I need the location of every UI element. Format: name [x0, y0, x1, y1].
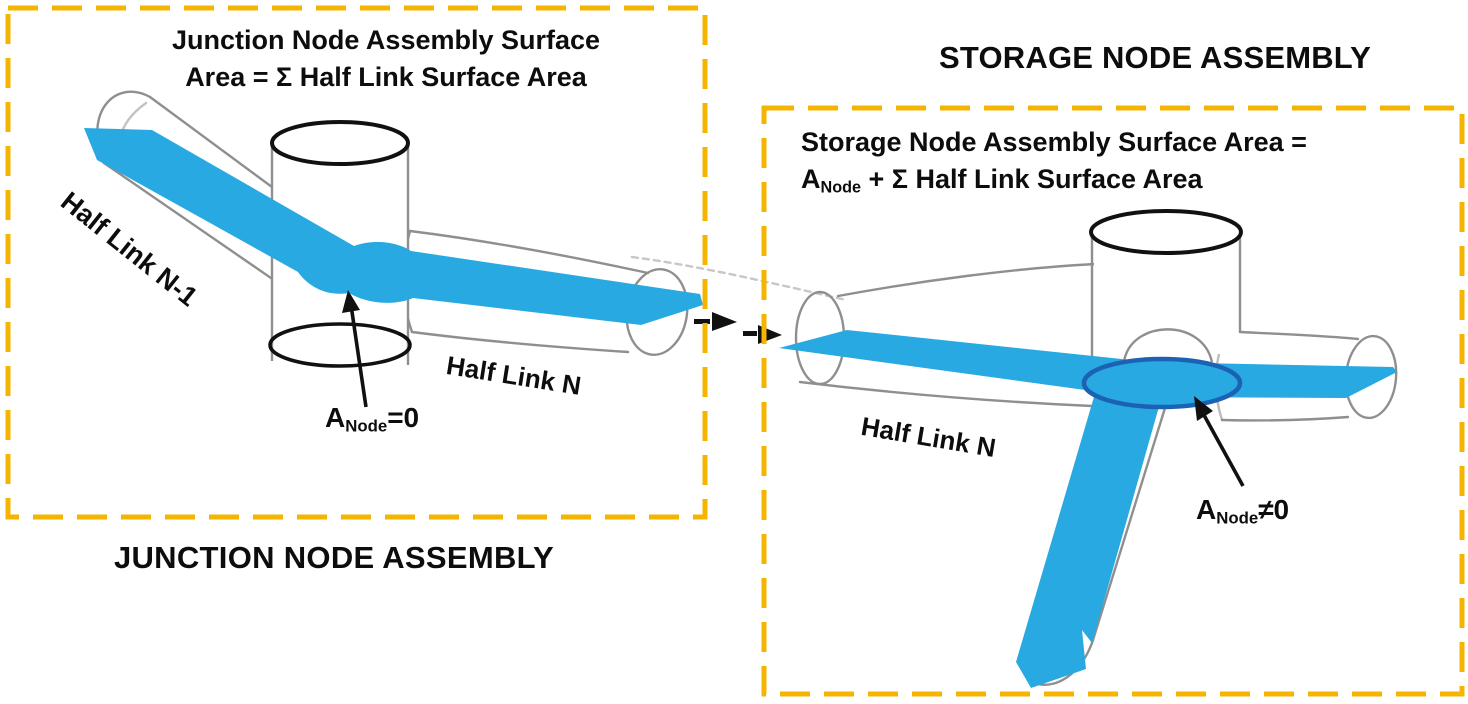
anode-subscript: Node: [1216, 508, 1259, 528]
storage-title: STORAGE NODE ASSEMBLY: [939, 40, 1371, 75]
storage-node-saddle-arc: [1122, 328, 1214, 363]
junction-cylinder-top-ellipse: [270, 120, 410, 166]
formula-anode-subscript: Node: [820, 178, 861, 197]
junction-anode-arrow: [342, 290, 368, 408]
junction-anode-label: ANode=0: [325, 402, 419, 437]
storage-formula-line2: ANode + Σ Half Link Surface Area: [801, 161, 1307, 207]
anode-base: A: [1196, 494, 1217, 525]
formula-anode-rest: + Σ Half Link Surface Area: [860, 164, 1203, 194]
storage-cylinder-top-ellipse: [1089, 209, 1243, 255]
junction-title-line1: Junction Node Assembly Surface: [171, 25, 601, 55]
link-continuation-sketch: [630, 255, 848, 302]
storage-link-ribbon-down: [1016, 390, 1162, 688]
junction-caption: JUNCTION NODE ASSEMBLY: [113, 540, 555, 575]
junction-diagram-sketch: [96, 90, 848, 356]
storage-anode-label: ANode≠0: [1196, 494, 1289, 529]
anode-subscript: Node: [345, 416, 388, 436]
junction-dashed-box: [5, 5, 708, 520]
junction-title: Junction Node Assembly Surface Area = Σ …: [148, 22, 624, 96]
junction-link-ribbon: [84, 128, 703, 325]
storage-vertical-cylinder: [1089, 209, 1243, 363]
formula-anode-base: A: [801, 164, 821, 194]
junction-title-line2: Area = Σ Half Link Surface Area: [185, 62, 587, 92]
storage-formula: Storage Node Assembly Surface Area = ANo…: [801, 124, 1307, 207]
storage-anode-arrow: [1194, 396, 1245, 487]
storage-link-ribbon-horizontal: [779, 330, 1397, 398]
storage-dashed-box: [761, 105, 1465, 697]
storage-node-ellipse: [1081, 356, 1243, 410]
anode-value: =0: [387, 402, 420, 433]
anode-value: ≠0: [1258, 494, 1290, 525]
flow-arrow-1: [694, 312, 737, 331]
junction-cylinder-bottom-ellipse: [268, 322, 412, 368]
storage-formula-line1: Storage Node Assembly Surface Area =: [801, 127, 1307, 157]
anode-base: A: [325, 402, 346, 433]
